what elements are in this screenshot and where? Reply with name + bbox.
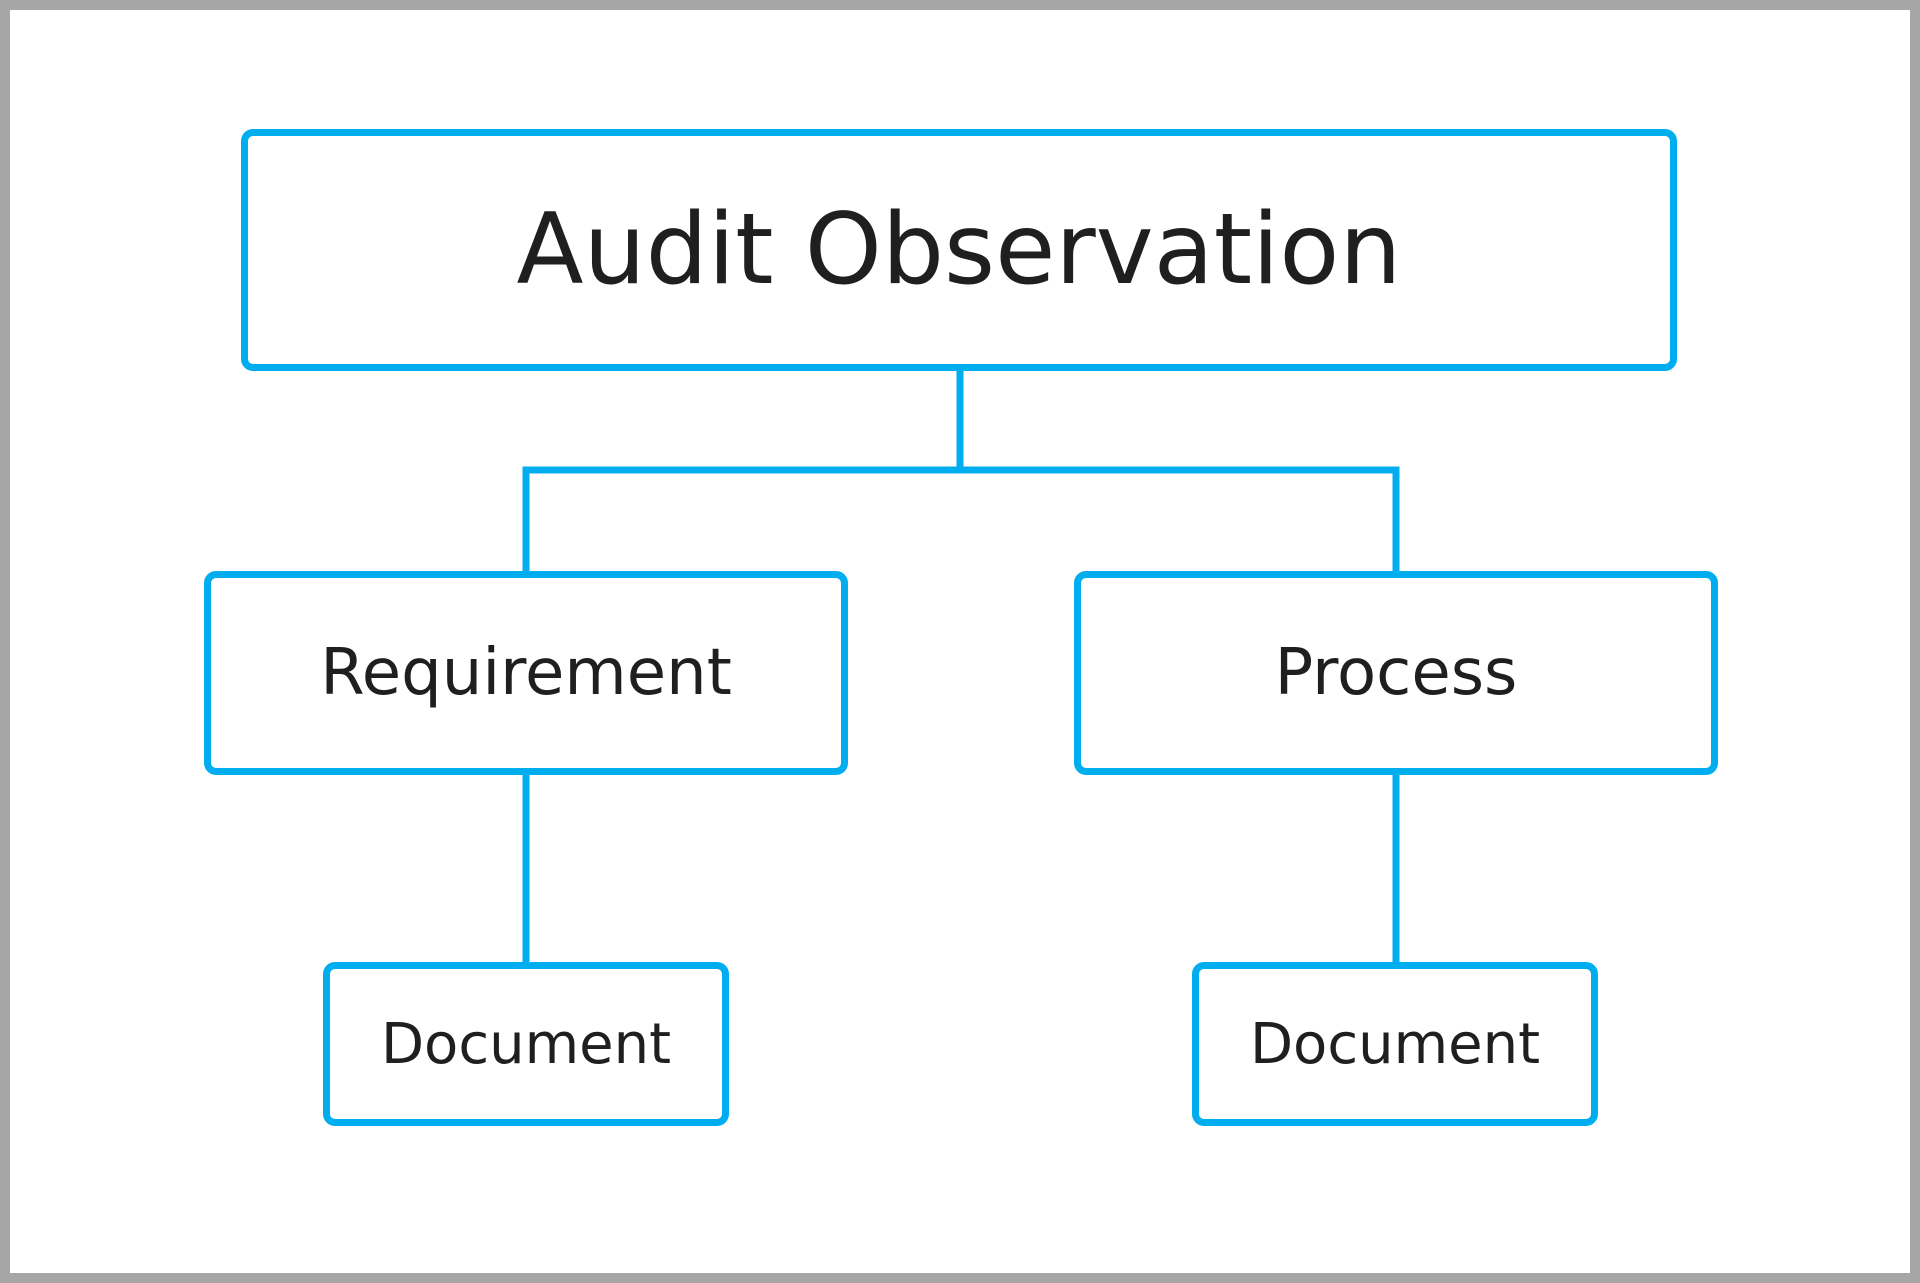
node-requirement: Requirement bbox=[204, 571, 848, 775]
node-audit-observation-label: Audit Observation bbox=[516, 193, 1402, 307]
node-process-document-label: Document bbox=[1249, 1011, 1541, 1077]
node-process-label: Process bbox=[1274, 636, 1518, 710]
node-process-document: Document bbox=[1192, 962, 1598, 1126]
node-process: Process bbox=[1074, 571, 1718, 775]
node-requirement-document: Document bbox=[323, 962, 729, 1126]
node-audit-observation: Audit Observation bbox=[241, 129, 1677, 371]
node-requirement-document-label: Document bbox=[380, 1011, 672, 1077]
node-requirement-label: Requirement bbox=[320, 636, 732, 710]
